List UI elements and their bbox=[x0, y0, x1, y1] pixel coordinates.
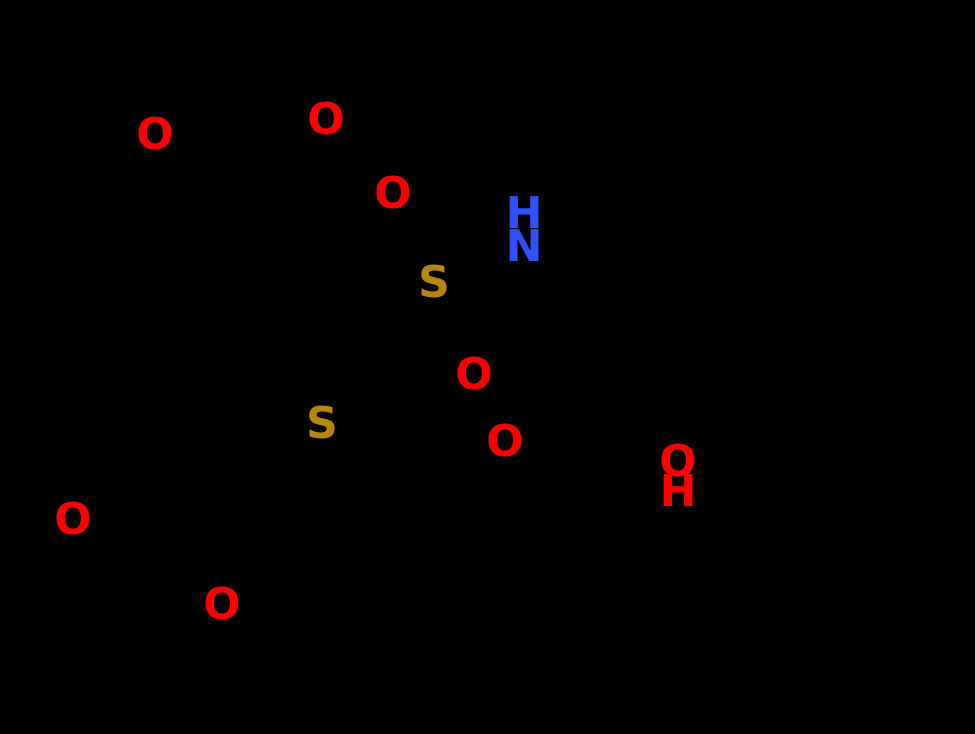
bond-23 bbox=[120, 493, 212, 578]
bond-11 bbox=[337, 269, 413, 303]
bond-group bbox=[93, 146, 671, 585]
atom-label-hydrogen-hydroxyl: H bbox=[659, 466, 697, 517]
atom-label-oxygen-hydroxyl: O bbox=[659, 436, 697, 487]
atom-label-oxygen-ester-upper-ether: O bbox=[136, 109, 174, 160]
atom-label-oxygen-ester-lower-ether: O bbox=[203, 579, 241, 630]
bond-22 bbox=[93, 487, 123, 511]
bond-19 bbox=[527, 377, 643, 423]
bond-14 bbox=[426, 309, 464, 358]
bond-15 bbox=[452, 245, 501, 268]
bond-4 bbox=[291, 147, 311, 242]
bond-4 bbox=[282, 146, 302, 241]
bond-17 bbox=[597, 247, 623, 313]
atom-label-sulfur-sulfonamide: S bbox=[418, 257, 450, 308]
bond-6 bbox=[215, 233, 293, 241]
bond-1 bbox=[189, 233, 221, 308]
atom-label-hydrogen-amide: H bbox=[505, 188, 543, 239]
atom-label-oxygen-carbonyl-right: O bbox=[486, 416, 524, 467]
bond-7 bbox=[287, 235, 343, 303]
bond-5 bbox=[300, 147, 378, 217]
bond-20 bbox=[637, 377, 671, 441]
atom-label-sulfur-thiophene: S bbox=[306, 398, 338, 449]
bond-14 bbox=[435, 304, 473, 353]
bond-18 bbox=[597, 307, 643, 383]
atom-label-oxygen-ester-lower-carbonyl: O bbox=[54, 494, 92, 545]
bond-10 bbox=[287, 297, 343, 433]
bond-21 bbox=[117, 427, 195, 493]
bond-0 bbox=[152, 165, 221, 239]
atom-label-oxygen-sulfonyl-lower: O bbox=[455, 349, 493, 400]
atom-label-oxygen-ester-upper-carbonyl: O bbox=[307, 94, 345, 145]
bond-12 bbox=[349, 372, 393, 433]
bond-16 bbox=[545, 245, 603, 313]
bond-2 bbox=[215, 157, 303, 239]
atom-label-nitrogen-sulfonamide: N bbox=[505, 221, 543, 272]
bond-23 bbox=[113, 500, 205, 585]
atom-label-oxygen-sulfonyl-upper: O bbox=[374, 168, 412, 219]
bond-13 bbox=[387, 297, 415, 378]
